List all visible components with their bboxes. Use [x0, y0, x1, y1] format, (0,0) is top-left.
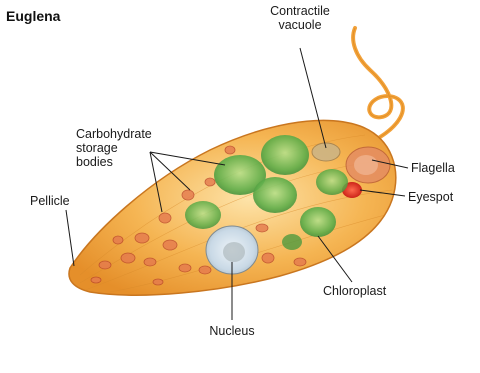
- label-nucleus: Nucleus: [192, 324, 272, 338]
- label-line: Contractile: [244, 4, 356, 18]
- label-flagella: Flagella: [411, 161, 455, 175]
- label-line: vacuole: [244, 18, 356, 32]
- label-chloroplast: Chloroplast: [323, 284, 386, 298]
- label-line: storage: [76, 141, 152, 155]
- label-pellicle: Pellicle: [30, 194, 70, 208]
- diagram-title: Euglena: [6, 8, 60, 24]
- label-line: bodies: [76, 155, 152, 169]
- label-carbohydrate-storage-bodies: Carbohydrate storage bodies: [76, 127, 152, 169]
- label-eyespot: Eyespot: [408, 190, 453, 204]
- label-line: Carbohydrate: [76, 127, 152, 141]
- label-contractile-vacuole: Contractile vacuole: [244, 4, 356, 32]
- contractile-vacuole: [312, 143, 340, 161]
